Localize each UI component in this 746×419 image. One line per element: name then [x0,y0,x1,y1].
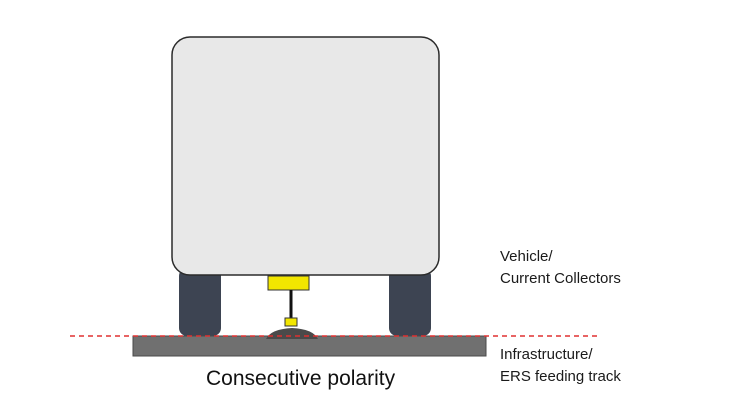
right-wheel [389,268,431,336]
infrastructure-label-line2: ERS feeding track [500,368,621,385]
vehicle-label-line1: Vehicle/ [500,248,553,265]
infrastructure-label: Infrastructure/ ERS feeding track [500,344,621,388]
vehicle-label-line2: Current Collectors [500,270,621,287]
collector-mount [267,275,310,291]
collector-shoe [284,317,298,327]
infrastructure-label-line1: Infrastructure/ [500,346,593,363]
vehicle-label: Vehicle/ Current Collectors [500,246,621,290]
contact-rail [266,328,318,339]
diagram-caption: Consecutive polarity [206,367,396,390]
left-wheel [179,268,221,336]
vehicle-body [171,36,440,276]
